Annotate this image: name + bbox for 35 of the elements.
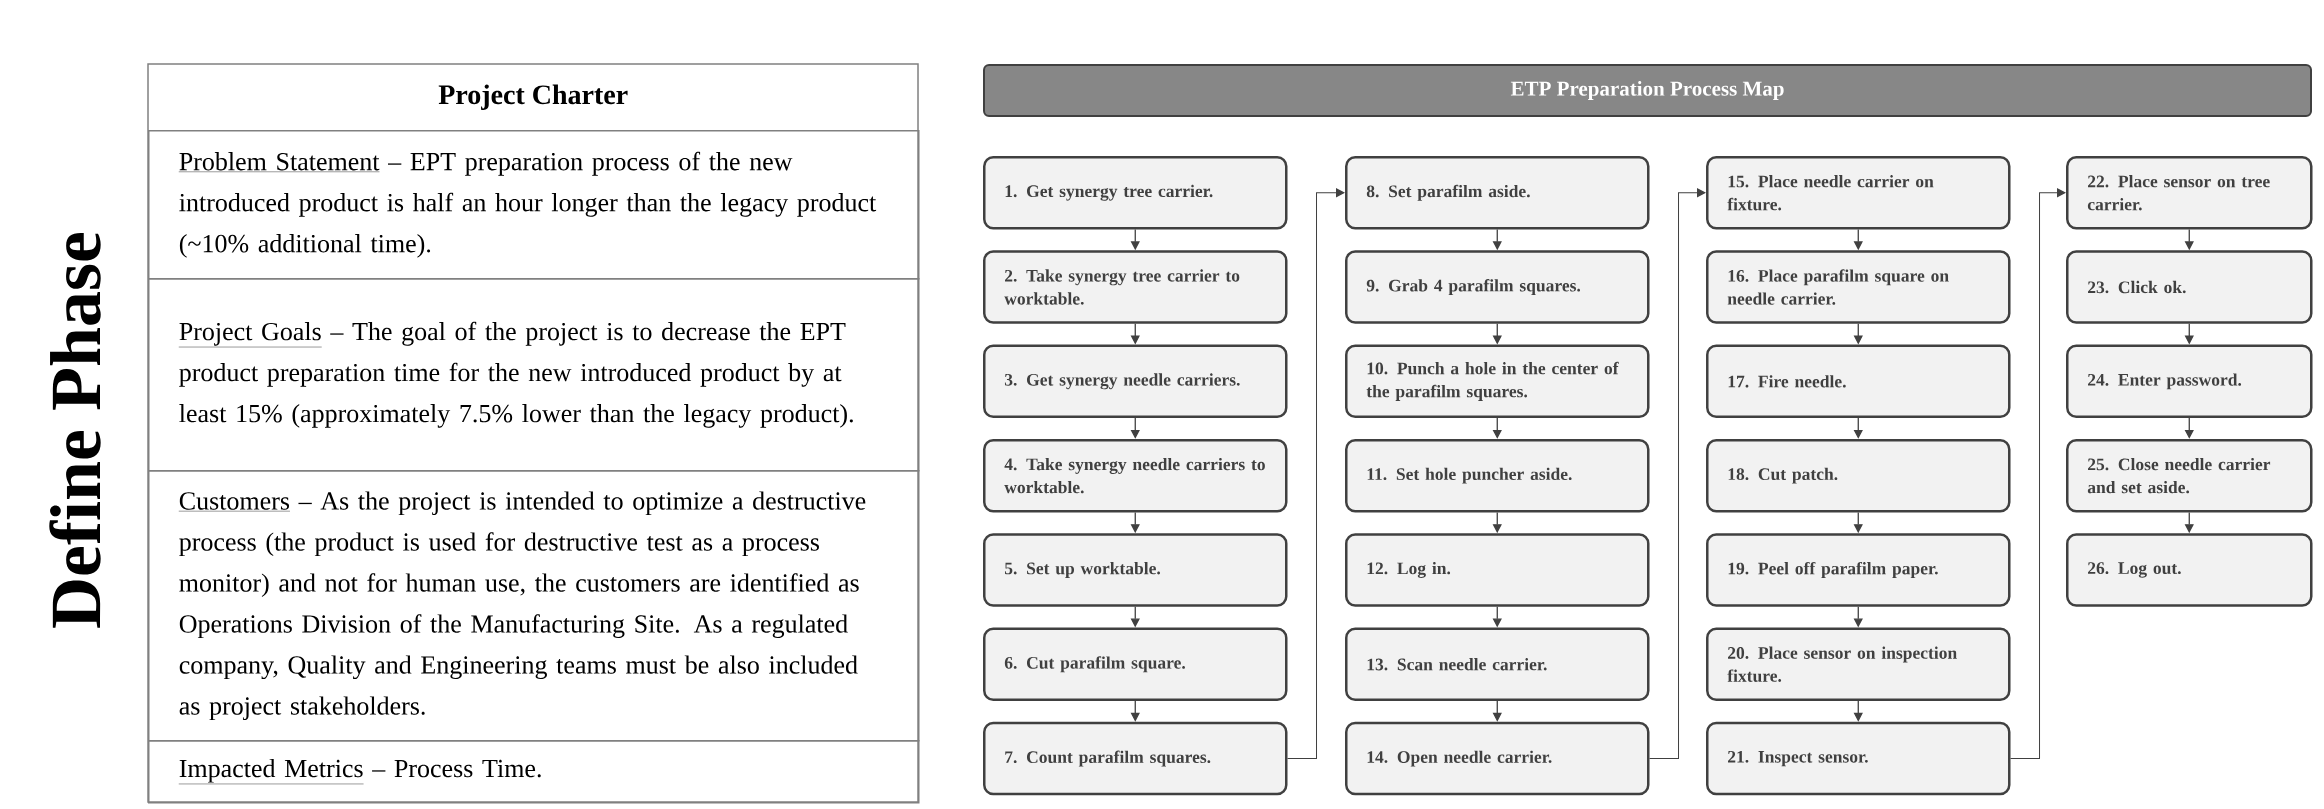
process-box: 22. Place sensor on tree carrier. bbox=[2066, 156, 2313, 230]
process-box: 11. Set hole puncher aside. bbox=[1345, 438, 1650, 513]
process-box: 1. Get synergy tree carrier. bbox=[983, 156, 1288, 230]
process-box: 3. Get synergy needle carriers. bbox=[983, 344, 1288, 419]
arrow bbox=[2010, 188, 2066, 760]
process-box: 25. Close needle carrier and set aside. bbox=[2066, 438, 2313, 513]
process-box: 2. Take synergy tree carrier to worktable. bbox=[983, 250, 1288, 324]
table-row: Problem Statement – EPT preparation process of the new introduced product is half an hour longer than the legacy product (~10% additional time). bbox=[148, 130, 920, 280]
process-box: 8. Set parafilm aside. bbox=[1345, 156, 1650, 230]
process-box: 14. Open needle carrier. bbox=[1345, 721, 1650, 796]
process-box: 16. Place parafilm square on needle carrier. bbox=[1706, 250, 2011, 324]
arrow bbox=[1649, 188, 1706, 760]
table-row: Impacted Metrics – Process Time. bbox=[148, 740, 920, 804]
header-band: ETP Preparation Process Map bbox=[983, 64, 2312, 117]
process-box: 6. Cut parafilm square. bbox=[983, 627, 1288, 701]
process-box: 13. Scan needle carrier. bbox=[1345, 627, 1650, 701]
process-box: 24. Enter password. bbox=[2066, 344, 2313, 419]
table-row: Customers – As the project is intended to optimize a destructive process (the product is used for destructive test as a process monitor) and not for human use, the customers are identified as Operations Division of the Manufacturing Site. As a regulated company, Quality and Engineering teams must be also included as project stakeholders. bbox=[148, 470, 920, 742]
process-box: 15. Place needle carrier on fixture. bbox=[1706, 156, 2011, 230]
process-box: 9. Grab 4 parafilm squares. bbox=[1345, 250, 1650, 324]
process-box: 12. Log in. bbox=[1345, 533, 1650, 607]
process-box: 20. Place sensor on inspection fixture. bbox=[1706, 627, 2011, 701]
table-row: Project Goals – The goal of the project is to decrease the EPT product preparation time for the new introduced product by at least 15% (approximately 7.5% lower than the legacy product). bbox=[148, 278, 920, 472]
process-box: 5. Set up worktable. bbox=[983, 533, 1288, 607]
process-box: 21. Inspect sensor. bbox=[1706, 721, 2011, 796]
process-box: 26. Log out. bbox=[2066, 533, 2313, 607]
process-box: 23. Click ok. bbox=[2066, 250, 2313, 324]
arrow bbox=[1287, 188, 1345, 760]
process-box: 18. Cut patch. bbox=[1706, 438, 2011, 513]
process-box: 10. Punch a hole in the center of the parafilm squares. bbox=[1345, 344, 1650, 419]
process-box: 4. Take synergy needle carriers to worktable. bbox=[983, 438, 1288, 513]
process-box: 19. Peel off parafilm paper. bbox=[1706, 533, 2011, 607]
phase-label: Define Phase bbox=[49, 232, 101, 628]
process-box: 7. Count parafilm squares. bbox=[983, 721, 1288, 796]
process-box: 17. Fire needle. bbox=[1706, 344, 2011, 419]
